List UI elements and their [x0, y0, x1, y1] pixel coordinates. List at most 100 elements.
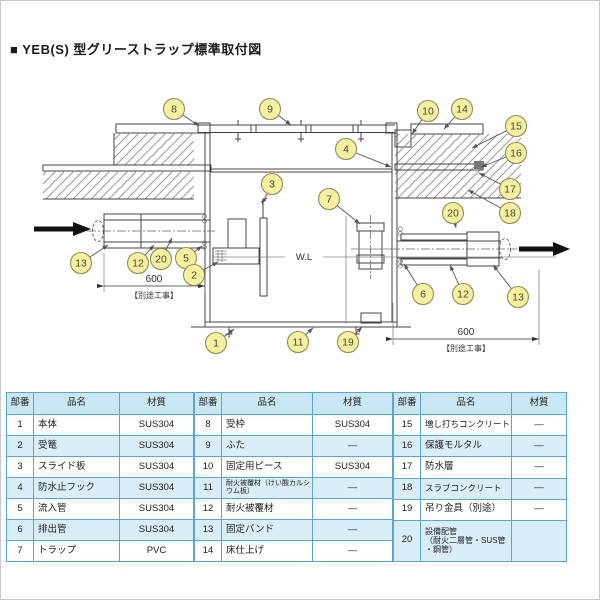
callout-circle-14 — [450, 97, 474, 121]
part-material: ― — [312, 435, 393, 457]
callout-circle-8 — [162, 97, 186, 121]
callout-number: 15 — [510, 121, 522, 133]
callout-circle-11 — [286, 330, 310, 354]
part-material: PVC — [119, 540, 194, 562]
column-header: 部番 — [6, 392, 34, 415]
part-number: 3 — [6, 456, 34, 478]
dim-right-note: 【別途工事】 — [442, 343, 490, 353]
part-material: SUS304 — [119, 498, 194, 520]
callout-number: 6 — [420, 289, 426, 301]
callout-number: 14 — [456, 104, 468, 116]
part-material: ― — [312, 477, 393, 499]
part-number: 13 — [194, 519, 222, 541]
callout-circle-12 — [126, 251, 150, 275]
callout-number: 18 — [504, 208, 516, 220]
receiving-frame-left — [197, 122, 211, 134]
part-material: ― — [312, 498, 393, 520]
part-name: 耐火被覆材（けい酸カルシウム板） — [221, 477, 313, 499]
callout-circle-10 — [416, 99, 440, 123]
part-material — [511, 519, 567, 563]
callout-number: 13 — [512, 292, 524, 304]
part-name: 排出管 — [33, 519, 120, 541]
part-material: ― — [312, 519, 393, 541]
callout-circle-20 — [149, 247, 173, 271]
part-number: 7 — [6, 540, 34, 562]
water-level-label: W.L — [296, 252, 312, 263]
callout-circle-12 — [451, 282, 475, 306]
part-material: SUS304 — [119, 456, 194, 478]
part-number: 20 — [393, 519, 421, 563]
part-number: 17 — [393, 456, 421, 479]
part-name: 設備配管 （耐火二層管・SUS管 ・鋼管） — [420, 519, 512, 563]
dimension-left: 600 【別途工事】 — [96, 253, 206, 300]
callout-number: 8 — [171, 104, 177, 116]
part-name: ふた — [221, 435, 313, 457]
slide-plate — [259, 197, 268, 297]
part-material: ― — [312, 540, 393, 562]
part-number: 9 — [194, 435, 222, 457]
callout-number: 16 — [510, 148, 522, 160]
callout-number: 7 — [326, 194, 332, 206]
column-header: 品名 — [33, 392, 120, 415]
part-material: ― — [511, 477, 567, 500]
callout-circle-19 — [336, 330, 360, 354]
header-row: 部番品名材質 — [194, 392, 393, 415]
callout-number: 9 — [267, 104, 273, 116]
callout-number: 13 — [75, 258, 87, 270]
callout-number: 3 — [269, 179, 275, 191]
part-number: 12 — [194, 498, 222, 520]
column-header: 品名 — [221, 392, 313, 415]
part-number: 1 — [6, 414, 34, 436]
callout-circle-20 — [441, 201, 465, 225]
part-number: 5 — [6, 498, 34, 520]
part-number: 8 — [194, 414, 222, 436]
callout-circle-16 — [504, 141, 528, 165]
outflow-pipe — [391, 226, 517, 269]
callout-circle-18 — [498, 201, 522, 225]
part-material: ― — [511, 435, 567, 458]
receiving-basket — [212, 218, 260, 265]
grease-trap-diagram: W.L — [34, 97, 570, 355]
part-number: 15 — [393, 414, 421, 437]
column-header: 材質 — [119, 392, 194, 415]
inflow-pipe — [87, 213, 215, 250]
callout-number: 5 — [183, 253, 189, 265]
callout-circle-9 — [258, 97, 282, 121]
callout-circle-3 — [260, 172, 284, 196]
callout-circle-6 — [411, 282, 435, 306]
part-number: 16 — [393, 435, 421, 458]
header-row: 部番品名材質 — [6, 392, 194, 415]
part-number: 14 — [194, 540, 222, 562]
part-number: 18 — [393, 477, 421, 500]
part-name: 本体 — [33, 414, 120, 436]
callout-circle-13 — [69, 251, 93, 275]
part-name: 固定用ピース — [221, 456, 313, 478]
callout-circle-1 — [204, 331, 228, 355]
part-number: 19 — [393, 498, 421, 521]
callout-circle-15 — [504, 114, 528, 138]
water-level-line: W.L — [213, 252, 556, 263]
part-name: 防水層 — [420, 456, 512, 479]
left-floor-slab — [42, 123, 212, 200]
part-name: 耐火被覆材 — [221, 498, 313, 520]
callout-circle-4 — [334, 137, 358, 161]
part-name: 受篭 — [33, 435, 120, 457]
part-material: SUS304 — [119, 435, 194, 457]
part-name: 吊り金具（別途） — [420, 498, 512, 521]
part-material: SUS304 — [119, 519, 194, 541]
part-material: ― — [511, 414, 567, 437]
part-name: 増し打ちコンクリート — [420, 414, 512, 437]
